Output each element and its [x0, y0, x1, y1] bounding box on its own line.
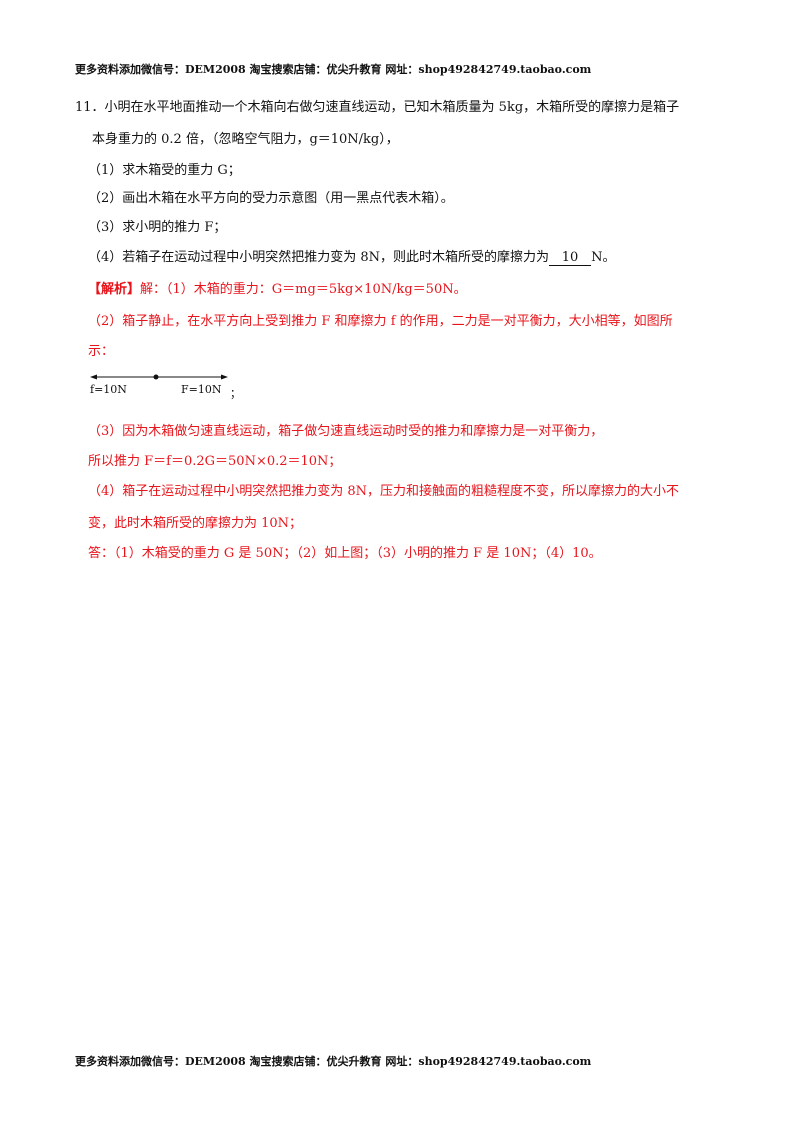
question-part-4-unit: N。 — [591, 250, 616, 265]
friction-arrowhead — [90, 374, 97, 380]
final-answer: 答：（1）木箱受的重力 G 是 50N；（2）如上图；（3）小明的推力 F 是 … — [88, 546, 602, 561]
solution-step-3b: 所以推力 F＝f＝0.2G＝50N×0.2＝10N； — [88, 454, 342, 469]
diagram-punct: ； — [230, 387, 241, 400]
question-line-2: 本身重力的 0.2 倍，（忽略空气阻力，g＝10N/kg）， — [92, 132, 399, 147]
question-part-4-text: （4）若箱子在运动过程中小明突然把推力变为 8N，则此时木箱所受的摩擦力为 — [88, 250, 550, 265]
analysis-tag: 【解析】 — [88, 282, 141, 297]
solution-step-4b: 变，此时木箱所受的摩擦力为 10N； — [88, 516, 303, 531]
solution-step-1-text: 解：（1）木箱的重力：G＝mg＝5kg×10N/kg＝50N。 — [140, 282, 467, 297]
push-arrowhead — [221, 374, 228, 380]
push-label: F=10N — [181, 383, 222, 396]
question-part-1: （1）求木箱受的重力 G； — [88, 163, 241, 178]
box-dot — [153, 374, 159, 380]
friction-label: f=10N — [90, 383, 127, 396]
solution-step-4a: （4）箱子在运动过程中小明突然把推力变为 8N，压力和接触面的粗糙程度不变，所以… — [88, 484, 680, 499]
page-header: 更多资料添加微信号：DEM2008 淘宝搜索店铺：优尖升教育 网址：shop49… — [75, 63, 592, 76]
question-line-1: 11．小明在水平地面推动一个木箱向右做匀速直线运动，已知木箱质量为 5kg，木箱… — [75, 100, 680, 115]
solution-step-2a: （2）箱子静止，在水平方向上受到推力 F 和摩擦力 f 的作用，二力是一对平衡力… — [88, 314, 673, 329]
force-diagram: f=10N F=10N ； — [86, 371, 246, 401]
page-footer: 更多资料添加微信号：DEM2008 淘宝搜索店铺：优尖升教育 网址：shop49… — [75, 1055, 592, 1068]
solution-step-1: 【解析】解：（1）木箱的重力：G＝mg＝5kg×10N/kg＝50N。 — [88, 281, 467, 299]
question-part-3: （3）求小明的推力 F； — [88, 220, 227, 235]
solution-step-2b: 示： — [88, 344, 115, 359]
answer-blank: 10 — [549, 250, 592, 266]
question-part-2: （2）画出木箱在水平方向的受力示意图（用一黑点代表木箱）。 — [88, 191, 454, 206]
solution-step-3a: （3）因为木箱做匀速直线运动，箱子做匀速直线运动时受的推力和摩擦力是一对平衡力， — [88, 424, 604, 439]
